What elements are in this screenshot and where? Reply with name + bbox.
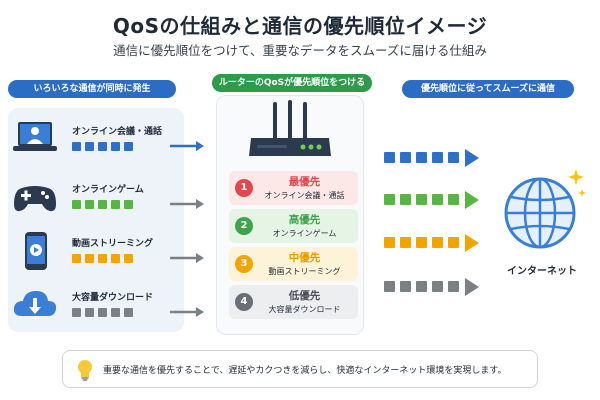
source-label-video: 動画ストリーミング — [72, 239, 154, 249]
source-row-game: オンラインゲーム — [10, 178, 215, 218]
priority-box-4: 4 低優先 大容量ダウンロード — [229, 285, 358, 319]
priority-number-3: 3 — [235, 255, 253, 273]
source-row-download: 大容量ダウンロード — [10, 286, 215, 326]
sparkle-icon — [568, 169, 584, 185]
priority-box-2: 2 高優先 オンラインゲーム — [229, 209, 358, 243]
priority-sub-2: オンラインゲーム — [272, 229, 337, 238]
outbound-arrowheads — [465, 149, 479, 296]
inbound-arrow-meeting — [170, 141, 204, 151]
priority-box-3: 3 中優先 動画ストリーミング — [229, 247, 358, 281]
lightbulb-icon — [78, 360, 92, 381]
priority-title-4: 低優先 — [288, 290, 321, 302]
source-label-download: 大容量ダウンロード — [72, 293, 154, 303]
priority-number-1: 1 — [235, 179, 253, 197]
right-header-pill: 優先順位に従ってスムーズに通信 — [402, 80, 574, 98]
source-label-game: オンラインゲーム — [72, 185, 144, 195]
priority-title-3: 中優先 — [288, 252, 321, 264]
inbound-arrow-game — [170, 199, 204, 209]
traffic-dashes-download — [72, 308, 133, 317]
priority-sub-3: 動画ストリーミング — [268, 267, 341, 276]
priority-title-2: 高優先 — [288, 214, 321, 226]
priority-sub-4: 大容量ダウンロード — [268, 305, 341, 314]
source-row-video: 動画ストリーミング — [10, 232, 215, 272]
source-label-meeting: オンライン会議・通話 — [72, 127, 163, 137]
inbound-arrow-video — [170, 253, 204, 263]
source-row-meeting: オンライン会議・通話 — [10, 120, 215, 160]
outbound-dashes-download — [384, 281, 459, 292]
traffic-dashes-meeting — [72, 142, 133, 151]
laptop-person-icon — [10, 120, 60, 160]
router-icon — [249, 100, 331, 156]
priority-title-1: 最優先 — [288, 176, 321, 188]
middle-header-pill: ルーターのQoSが優先順位をつける — [212, 74, 372, 92]
outbound-dashes-game — [384, 194, 459, 205]
gamepad-icon — [10, 178, 60, 218]
outbound-dashes-meeting — [384, 152, 459, 163]
outbound-arrowhead-video — [465, 234, 479, 252]
inbound-arrow-download — [170, 307, 204, 317]
inbound-arrows — [170, 141, 204, 317]
outbound-arrowhead-download — [465, 278, 479, 296]
traffic-dashes-game — [72, 200, 133, 209]
sparkle-icon-small — [578, 189, 586, 197]
outbound-dashes-video — [384, 237, 459, 248]
footer-note: 重要な通信を優先することで、遅延やカクつきを減らし、快適なインターネット環境を実… — [62, 350, 538, 388]
outbound-arrowhead-meeting — [465, 149, 479, 167]
priority-number-2: 2 — [235, 217, 253, 235]
priority-box-1: 1 最優先 オンライン会議・通話 — [229, 171, 358, 205]
destination-label: インターネット — [507, 266, 577, 277]
footer-text: 重要な通信を優先することで、遅延やカクつきを減らし、快適なインターネット環境を実… — [103, 366, 507, 376]
cloud-download-icon — [10, 286, 60, 326]
page-subtitle: 通信に優先順位をつけて、重要なデータをスムーズに届ける仕組み — [113, 43, 487, 58]
outbound-arrowhead-game — [465, 191, 479, 209]
priority-sub-1: オンライン会議・通話 — [264, 191, 345, 200]
priority-number-4: 4 — [235, 293, 253, 311]
traffic-dashes-video — [72, 254, 133, 263]
page-title: QoSの仕組みと通信の優先順位イメージ — [112, 14, 488, 38]
globe-icon — [504, 169, 586, 249]
left-header-pill: いろいろな通信が同時に発生 — [8, 80, 176, 98]
video-phone-icon — [10, 232, 60, 272]
